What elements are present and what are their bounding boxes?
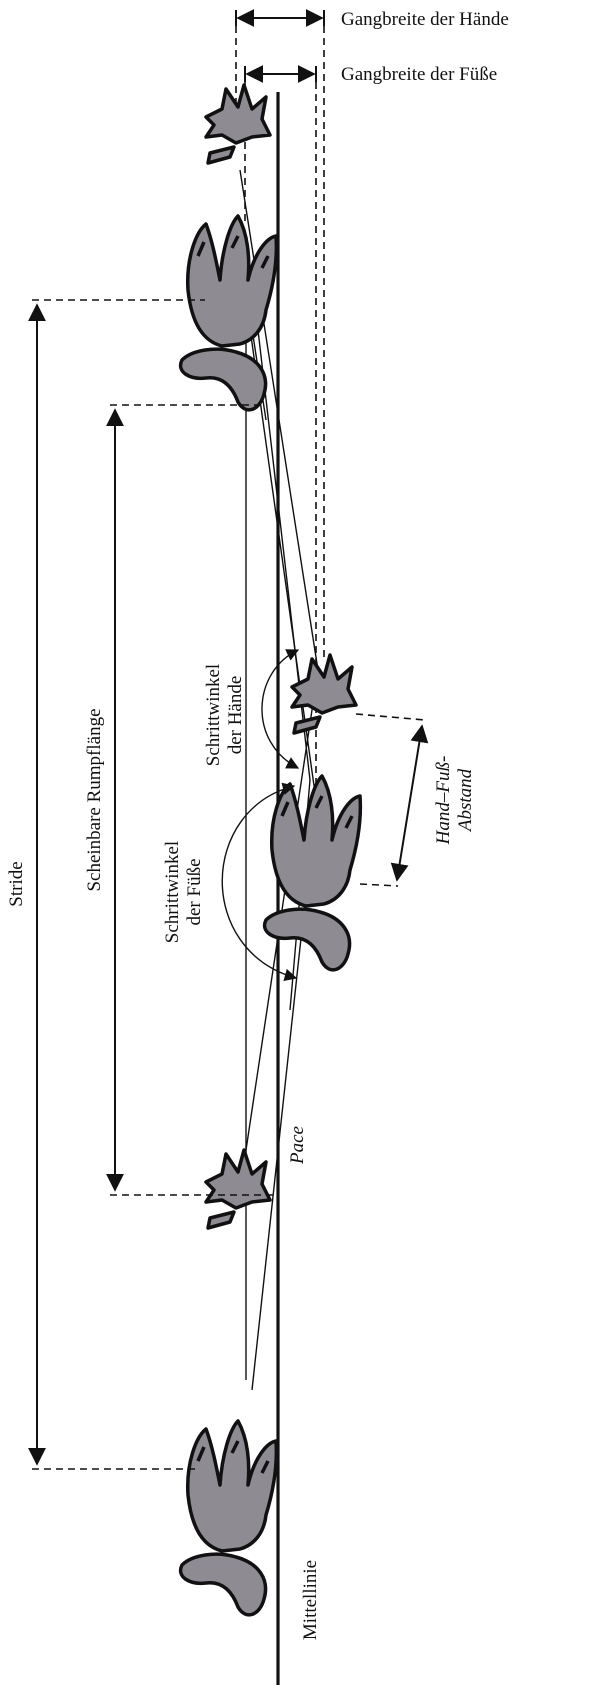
feet-angle-label-line2: der Füße xyxy=(184,858,205,925)
hand-foot-arrow xyxy=(397,726,422,880)
foot-print-top xyxy=(181,216,277,410)
hand-foot-label-line1: Hand–Fuß- xyxy=(433,756,454,846)
hands-angle-label-line1: Schrittwinkel xyxy=(203,664,224,766)
hand-foot-label-line2: Abstand xyxy=(455,768,476,833)
stride-label: Stride xyxy=(6,861,27,906)
trunk-length-label: Scheinbare Rumpflänge xyxy=(84,708,105,891)
hand-print-bottom xyxy=(206,1150,270,1228)
hands-width-label: Gangbreite der Hände xyxy=(341,9,509,30)
foot-print-bottom xyxy=(181,1421,277,1615)
feet-width-label: Gangbreite der Füße xyxy=(341,64,497,85)
hands-angle-label-line2: der Hände xyxy=(225,676,246,755)
hand-print-middle xyxy=(292,655,356,733)
hands-angle-arc xyxy=(262,650,298,768)
hand-foot-bottom-guide xyxy=(360,884,398,886)
hand-foot-top-guide xyxy=(356,714,425,720)
feet-angle-label-line1: Schrittwinkel xyxy=(162,841,183,943)
pace-line-d xyxy=(258,330,310,780)
centerline-label: Mittellinie xyxy=(300,1560,321,1640)
pace-label: Pace xyxy=(287,1126,308,1165)
hand-print-top xyxy=(206,85,270,163)
